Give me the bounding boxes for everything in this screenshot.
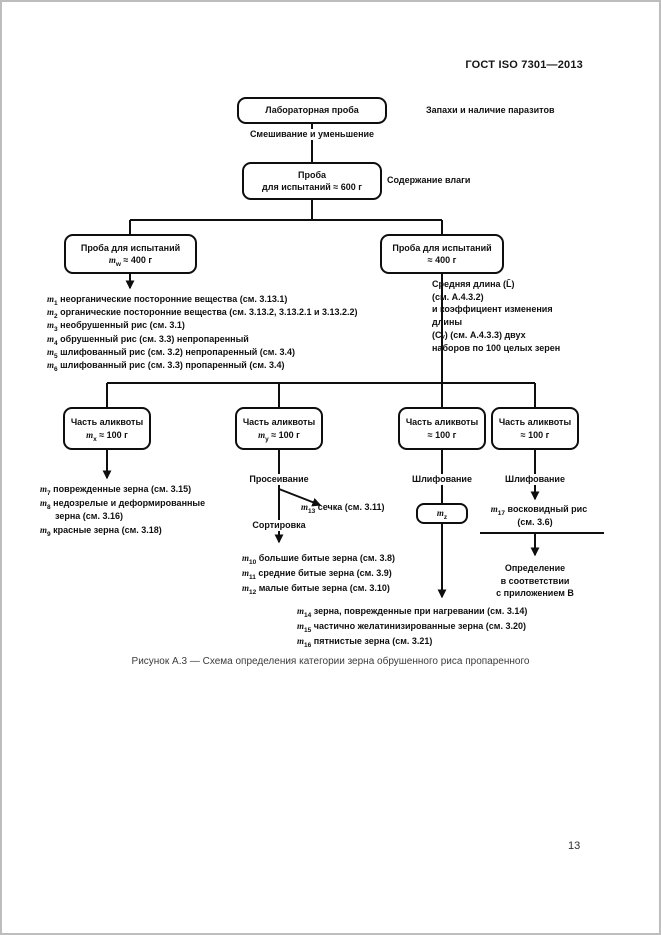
mass-symbol: m [40,484,48,494]
note-line: (Сᵥ) (см. А.4.3.3) двух [432,329,526,340]
mass-symbol: m [490,504,498,514]
mass-symbol: m [242,568,250,578]
side-note-moisture: Содержание влаги [387,175,471,185]
list-impurities: m1 неорганические посторонние вещества (… [47,293,392,373]
node-aliquot-3: Часть аликвоты ≈ 100 г [398,407,486,450]
mass-symbol: m [258,429,266,440]
note-line: с приложением В [496,588,574,599]
list-item: m1 неорганические посторонние вещества (… [47,294,288,307]
document-header: ГОСТ ISO 7301—2013 [465,59,583,71]
mass-symbol: m [47,346,55,357]
list-item: m11 средние битые зерна (см. 3.9) [242,568,392,581]
node-test-sample-600: Проба для испытаний ≈ 600 г [242,162,382,200]
list-item: m15 частично желатинизированные зерна (с… [297,621,526,634]
text-determination: Определение в соответствии с приложением… [496,562,574,600]
edge-label-grinding-4: Шлифование [503,474,567,485]
node-label: Часть аликвоты [405,417,479,428]
mass-symbol: m [40,524,48,535]
node-label: Лабораторная проба [265,105,359,116]
note-line: Определение [504,563,566,573]
mass-symbol: m [242,553,250,563]
page-number: 13 [568,840,581,852]
list-item: m10 большие битые зерна (см. 3.8) [242,553,396,566]
edge-label-sieving: Просеивание [247,474,311,485]
list-item: m14 зерна, поврежденные при нагревании (… [297,606,528,619]
node-mz: mz [416,503,468,524]
node-label: Часть аликвоты [498,417,572,428]
node-label-mass: mz [436,508,448,522]
mass-symbol: m [108,255,116,265]
note-line: в соответствии [500,575,570,586]
list-item: m8 недозрелые и деформированные зерна (с… [40,497,206,522]
node-aliquot-1: Часть аликвоты mx ≈ 100 г [63,407,151,450]
mass-symbol: m [47,307,55,318]
node-label: Проба для испытаний [392,242,492,253]
list-item: m12 малые битые зерна (см. 3.10) [242,583,390,596]
node-label-mass: mw ≈ 400 г [108,254,153,268]
list-broken-kernels: m10 большие битые зерна (см. 3.8) m11 ср… [242,551,502,596]
mass-symbol: m [297,636,305,646]
mass-symbol: m [297,621,305,631]
mass-symbol: m [242,583,250,593]
side-note-average-length: Средняя длина (L̄) (см. А.4.3.2) и коэфф… [432,278,607,354]
note-line: наборов по 100 целых зерен [432,342,561,353]
label-m13: m13 сечка (см. 3.11) [301,502,385,515]
node-label-mass: mx ≈ 100 г [86,429,128,443]
list-item: m16 пятнистые зерна (см. 3.21) [297,636,433,649]
node-laboratory-sample: Лабораторная проба [237,97,387,124]
node-test-sample-left: Проба для испытаний mw ≈ 400 г [64,234,197,274]
mass-symbol: m [47,360,55,371]
list-item: m7 поврежденные зерна (см. 3.15) [40,484,192,497]
mass-symbol: m [436,508,444,519]
edge-label-mixing: Смешивание и уменьшение [247,129,377,140]
mass-symbol: m [47,294,55,304]
label-m17: m17 восковидный рис [490,504,588,517]
list-heat-damaged: m14 зерна, поврежденные при нагревании (… [297,604,637,649]
list-defects: m7 поврежденные зерна (см. 3.15) m8 недо… [40,483,232,537]
note-line: длины [432,317,463,328]
node-aliquot-2: Часть аликвоты my ≈ 100 г [235,407,323,450]
mass-symbol: m [297,606,305,616]
edge-label-sorting: Сортировка [250,520,308,531]
mass-symbol: m [301,502,309,512]
list-item: m4 обрушенный рис (см. 3.3) непропаренны… [47,333,249,347]
node-label: Проба для испытаний [80,242,181,253]
mass-symbol: m [40,497,48,508]
node-label-mass: my ≈ 100 г [258,429,300,443]
note-line: Средняя длина (L̄) [432,279,515,289]
mass-value: ≈ 400 г [120,255,153,265]
label-m17-ref: (см. 3.6) [517,517,553,527]
mass-symbol: m [47,333,55,344]
list-item: m3 необрушенный рис (см. 3.1) [47,320,185,334]
mass-symbol: m [47,320,55,331]
side-note-odours: Запахи и наличие паразитов [426,105,555,115]
edge-label-grinding-3: Шлифование [410,474,474,485]
list-item: m9 красные зерна (см. 3.18) [40,524,162,538]
mass-subscript: w [115,260,121,268]
list-item: m5 шлифованный рис (см. 3.2) непропаренн… [47,346,295,360]
node-label: Часть аликвоты [242,417,316,428]
node-label: ≈ 400 г [427,255,457,265]
figure-caption: Рисунок А.3 — Схема определения категори… [131,656,530,667]
node-label: ≈ 100 г [520,429,550,440]
node-test-sample-right: Проба для испытаний ≈ 400 г [380,234,504,274]
node-label: Проба [297,169,327,180]
list-item: m6 шлифованный рис (см. 3.3) пропаренный… [47,360,285,373]
node-label: ≈ 100 г [427,429,457,440]
node-label: Часть аликвоты [70,417,144,428]
note-line: и коэффициент изменения [432,304,553,315]
node-label: для испытаний ≈ 600 г [262,182,362,192]
mass-symbol: m [86,429,94,440]
list-item: m2 органические посторонние вещества (см… [47,307,358,320]
note-line: (см. А.4.3.2) [432,291,484,302]
node-aliquot-4: Часть аликвоты ≈ 100 г [491,407,579,450]
